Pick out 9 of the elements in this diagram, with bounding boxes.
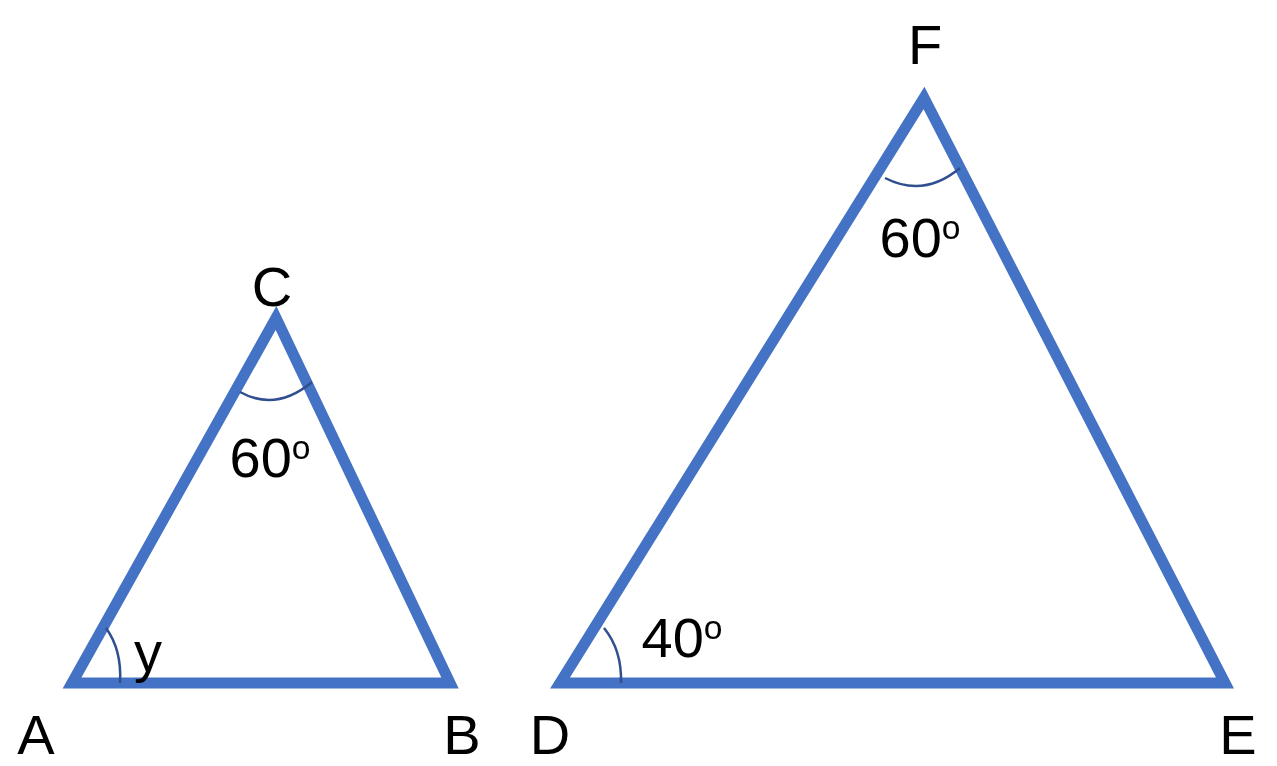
angle-label: 60$^{o}$: [229, 430, 311, 486]
vertex-label: D: [529, 707, 571, 763]
angle-label: 60$^{o}$: [879, 210, 961, 266]
vertex-label: C: [251, 259, 293, 315]
vertex-label: F: [907, 17, 943, 73]
angle-label: 40$^{o}$: [641, 610, 723, 666]
vertex-label: A: [17, 707, 55, 763]
vertex-label: E: [1219, 707, 1257, 763]
vertex-label: B: [443, 707, 481, 763]
